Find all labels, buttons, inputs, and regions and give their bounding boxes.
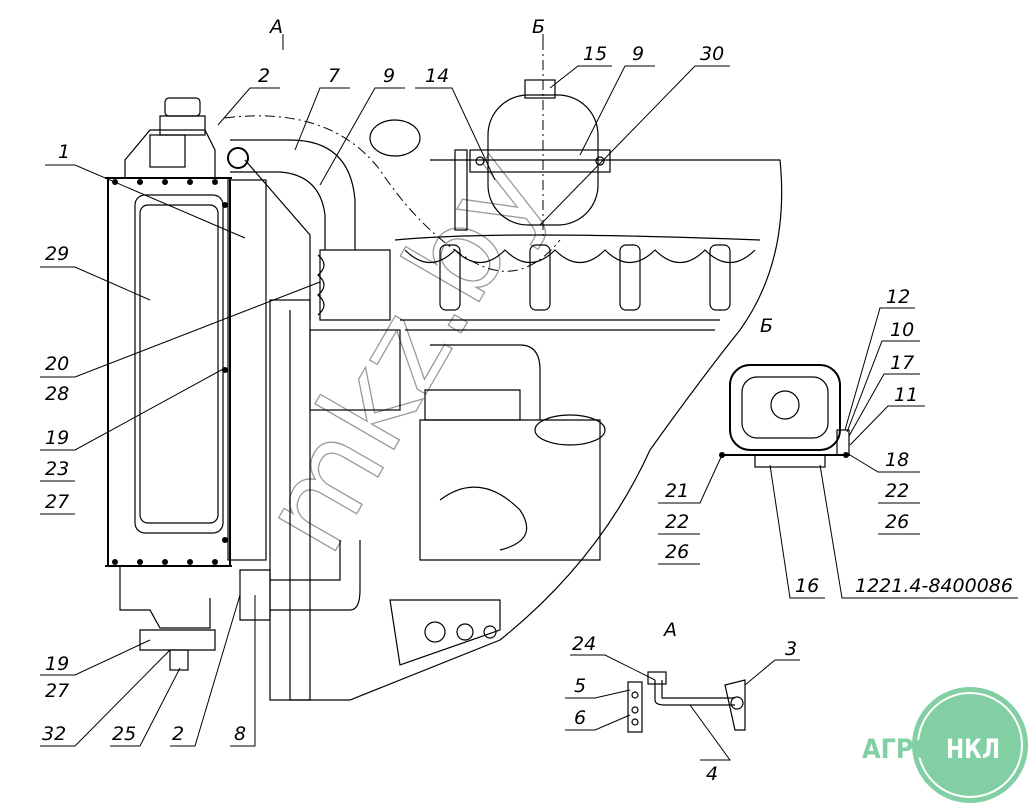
watermark-text: mkz.by <box>235 129 573 575</box>
engine <box>269 119 783 701</box>
svg-text:АГРО: АГРО <box>862 734 934 765</box>
callout-26r: 26 <box>885 511 909 533</box>
expansion-tank <box>454 40 611 240</box>
callout-23: 23 <box>45 458 69 480</box>
callout-15: 15 <box>583 43 607 65</box>
callout-26l: 26 <box>665 541 689 563</box>
callout-19b: 19 <box>45 653 69 675</box>
callout-4: 4 <box>706 763 718 785</box>
callout-1: 1 <box>58 141 70 163</box>
callout-17: 17 <box>890 352 914 374</box>
callout-27: 27 <box>45 491 69 513</box>
callout-7: 7 <box>328 65 340 87</box>
callout-22l: 22 <box>665 511 689 533</box>
callout-3: 3 <box>785 638 797 660</box>
detail-b <box>719 364 850 468</box>
agronkl-logo: АГРО НКЛ <box>862 687 1028 803</box>
callout-6: 6 <box>574 707 586 729</box>
view-label-a: А <box>268 16 283 38</box>
callout-32: 32 <box>42 723 66 745</box>
detail-a <box>627 671 746 733</box>
callout-18: 18 <box>885 449 909 471</box>
callout-16: 16 <box>795 575 819 597</box>
callout-22r: 22 <box>885 480 909 502</box>
watermark: mkz.by <box>234 128 573 575</box>
svg-text:НКЛ: НКЛ <box>946 734 1000 765</box>
callout-19: 19 <box>45 427 69 449</box>
callout-10: 10 <box>890 319 914 341</box>
callouts: 2 7 9 14 15 9 30 1 29 20 28 19 23 27 19 … <box>40 43 1018 785</box>
callout-9: 9 <box>383 65 395 87</box>
detail-label-b: Б <box>760 315 773 337</box>
callout-2b: 2 <box>172 723 184 745</box>
callout-9b: 9 <box>632 43 644 65</box>
callout-29: 29 <box>45 243 69 265</box>
callout-12: 12 <box>886 286 910 308</box>
callout-5: 5 <box>574 675 586 697</box>
callout-8: 8 <box>234 723 246 745</box>
callout-21: 21 <box>665 480 689 502</box>
detail-label-a: А <box>662 619 677 641</box>
view-label-b: Б <box>532 16 545 38</box>
callout-27b: 27 <box>45 680 69 702</box>
callout-20: 20 <box>45 353 69 375</box>
callout-25: 25 <box>112 723 136 745</box>
callout-14: 14 <box>425 65 449 87</box>
callout-2: 2 <box>258 65 270 87</box>
callout-11: 11 <box>894 384 918 406</box>
callout-30: 30 <box>700 43 724 65</box>
callout-24: 24 <box>572 633 596 655</box>
callout-28: 28 <box>45 383 69 405</box>
radiator <box>105 97 267 671</box>
part-number: 1221.4-8400086 <box>855 575 1013 597</box>
